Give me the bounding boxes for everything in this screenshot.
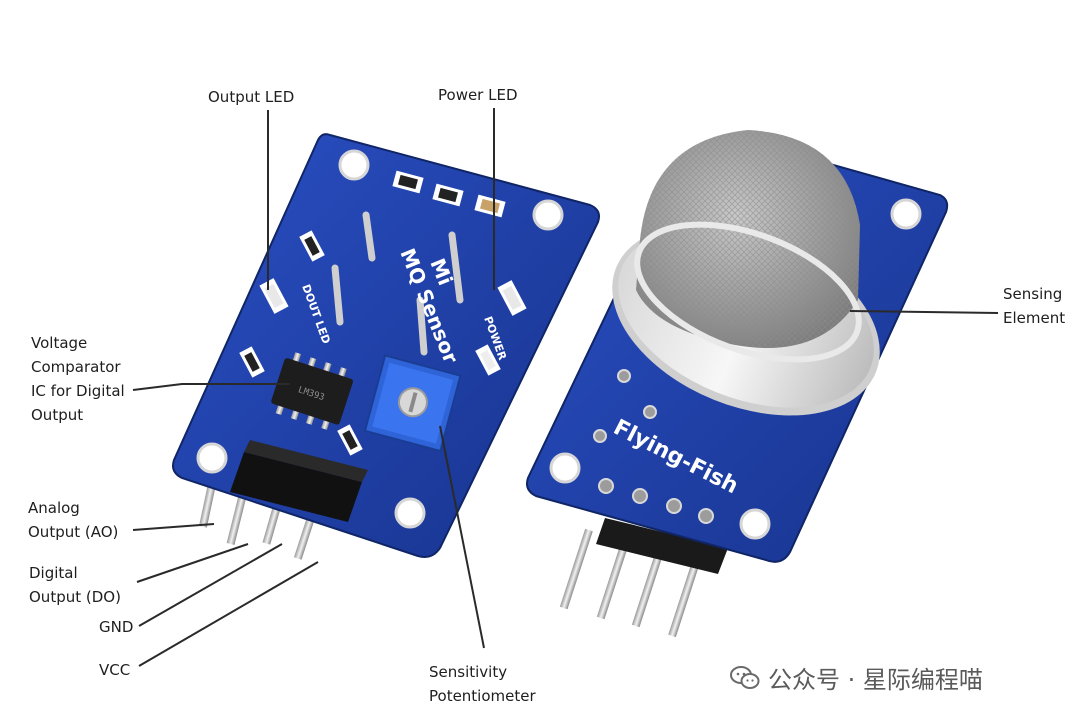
label-sensitivity-pot-line1: Sensitivity	[429, 663, 508, 681]
label-analog-output-line1: Analog	[28, 499, 80, 517]
label-analog-output: Analog Output (AO)	[28, 496, 118, 544]
power-led-body	[497, 280, 527, 316]
label-power-led: Power LED	[438, 86, 518, 104]
left-header	[230, 440, 368, 522]
leader-analog-output	[132, 523, 215, 531]
right-solder-pads	[593, 369, 714, 524]
leader-sensing-element	[849, 310, 999, 314]
dout-led-body	[259, 278, 289, 314]
comparator-chip: LM393	[271, 352, 353, 430]
left-sensor-board: MQ Sensor Mi DOUT LED POWER LM393	[172, 133, 600, 560]
leader-comparator	[132, 383, 290, 391]
label-sensing-element-line1: Sensing	[1003, 285, 1063, 303]
right-mounting-holes	[549, 198, 922, 540]
label-gnd: GND	[99, 618, 134, 636]
leader-lines	[132, 108, 999, 667]
potentiometer	[363, 354, 462, 453]
smd-parts-left-side	[239, 230, 527, 456]
label-sensitivity-pot: Sensitivity Potentiometer	[429, 660, 536, 708]
right-header	[596, 518, 728, 574]
leader-gnd	[138, 543, 283, 627]
leader-digital-output	[136, 543, 249, 583]
label-digital-output-line2: Output (DO)	[29, 588, 121, 606]
gas-sensor	[612, 130, 880, 416]
left-mounting-holes	[196, 149, 564, 529]
label-digital-output: Digital Output (DO)	[29, 561, 121, 609]
label-voltage-comparator-line2: Comparator	[31, 358, 121, 376]
leader-vcc	[138, 561, 319, 667]
label-sensing-element: Sensing Element	[1003, 282, 1065, 330]
smd-resistors-top	[392, 170, 506, 218]
label-voltage-comparator-line4: Output	[31, 406, 84, 424]
right-header-pins	[559, 528, 702, 638]
label-sensing-element-line2: Element	[1003, 309, 1066, 327]
label-vcc: VCC	[99, 661, 131, 679]
label-sensitivity-pot-line2: Potentiometer	[429, 687, 536, 705]
wechat-icon	[730, 665, 760, 689]
label-analog-output-line2: Output (AO)	[28, 523, 119, 541]
watermark-text: 公众号 · 星际编程喵	[768, 666, 983, 694]
sensor-leads	[331, 211, 464, 356]
label-voltage-comparator-line3: IC for Digital	[31, 382, 125, 400]
label-output-led: Output LED	[208, 88, 295, 106]
label-voltage-comparator-line1: Voltage	[31, 334, 88, 352]
label-digital-output-line1: Digital	[29, 564, 78, 582]
label-voltage-comparator: Voltage Comparator IC for Digital Output	[31, 331, 125, 427]
right-sensor-board: Flying-Fish	[526, 130, 949, 638]
leader-sensitivity-pot	[439, 425, 485, 649]
watermark: 公众号 · 星际编程喵	[730, 660, 983, 695]
